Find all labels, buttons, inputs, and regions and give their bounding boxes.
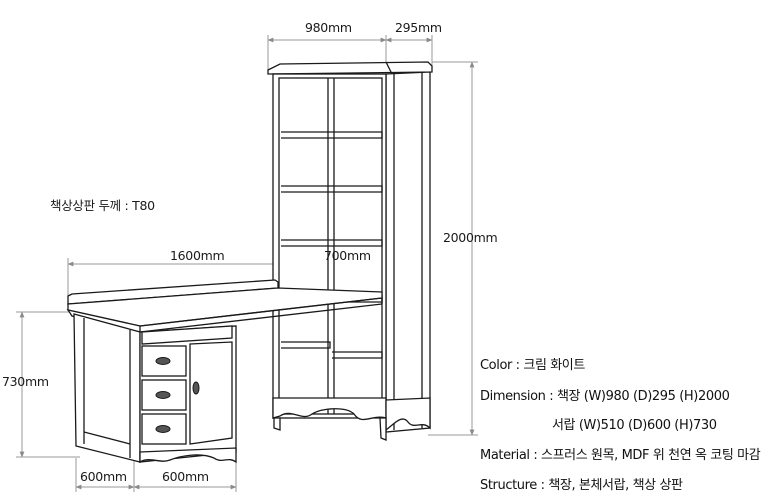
dim-label-700: 700mm [324,248,371,263]
spec-dimension-drawer: 서랍 (W)510 (D)600 (H)730 [552,418,717,433]
dim-label-730: 730mm [2,374,49,389]
door-handle [192,381,200,395]
dim-label-600-width: 600mm [162,469,209,484]
dim-label-980: 980mm [305,20,352,35]
desk-top-thickness-note: 책상상판 두께 : T80 [50,198,155,213]
dim-label-295: 295mm [395,20,442,35]
spec-color: Color : 크림 화이트 [480,358,585,373]
spec-structure: Structure : 책장, 본체서랍, 책상 상판 [480,478,683,493]
drawer-handle-3 [155,425,171,433]
spec-material: Material : 스프러스 원목, MDF 위 천연 옥 코팅 마감 [480,448,761,463]
dim-label-2000: 2000mm [443,230,498,245]
spec-dimension-bookcase: Dimension : 책장 (W)980 (D)295 (H)2000 [480,389,730,404]
drawer-handle-2 [155,391,171,399]
drawer-handles [155,357,200,433]
drawer-handle-1 [155,357,171,365]
dim-label-1600: 1600mm [170,248,225,263]
dim-label-600-depth: 600mm [80,469,127,484]
bookcase [267,61,433,441]
